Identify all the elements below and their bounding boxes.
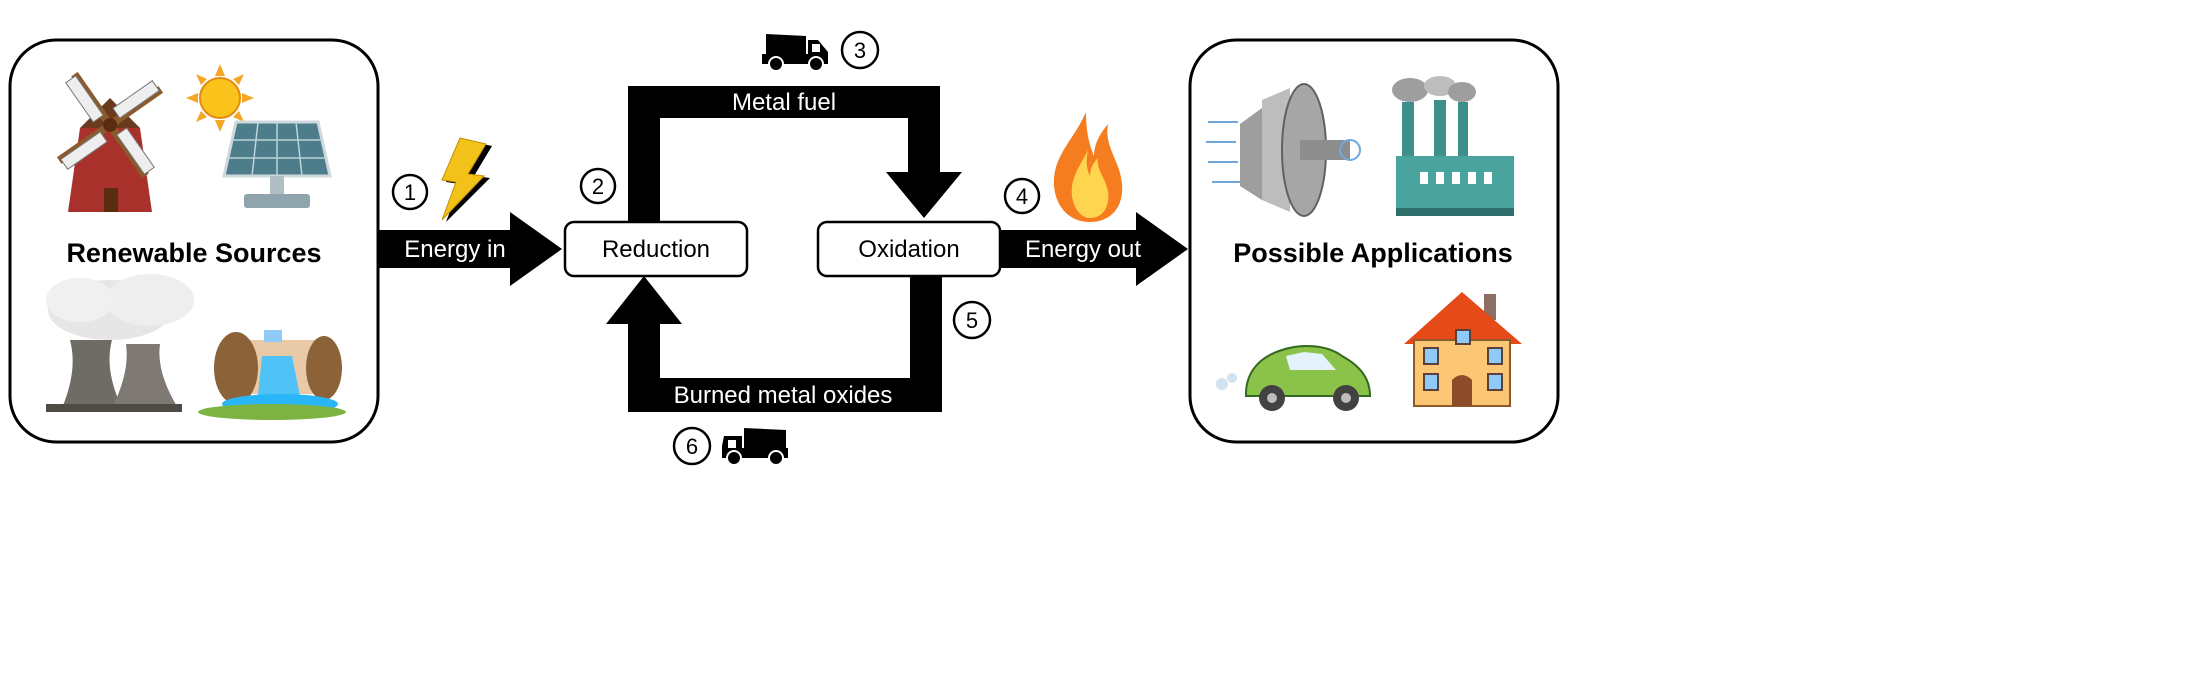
possible-applications-title: Possible Applications — [1233, 238, 1513, 268]
step-5-number: 5 — [966, 308, 978, 333]
burned-metal-oxides-arrow: Burned metal oxides — [606, 276, 942, 412]
truck-icon-bottom — [722, 428, 788, 466]
windmill-icon — [56, 71, 164, 212]
oxidation-label: Oxidation — [858, 236, 959, 263]
energy-in-label: Energy in — [404, 236, 505, 263]
cooling-tower-icon — [46, 274, 194, 412]
metal-fuel-label: Metal fuel — [732, 89, 836, 116]
car-icon — [1216, 345, 1372, 411]
burned-metal-oxides-label: Burned metal oxides — [674, 382, 893, 409]
reduction-node: Reduction — [563, 220, 749, 278]
renewable-sources-panel: Renewable Sources — [8, 38, 380, 444]
energy-out-label: Energy out — [1025, 236, 1141, 263]
metal-fuel-arrow: Metal fuel — [628, 86, 962, 222]
solar-panel-icon — [222, 120, 332, 208]
step-2-number: 2 — [592, 174, 604, 199]
truck-icon-top — [762, 34, 828, 72]
step-3-number: 3 — [854, 38, 866, 63]
reduction-label: Reduction — [602, 236, 710, 263]
step-5-badge: 5 — [952, 300, 992, 340]
renewable-sources-title: Renewable Sources — [66, 238, 321, 268]
lightning-bolt-icon — [441, 137, 492, 222]
factory-icon — [1392, 76, 1514, 216]
flame-icon — [1053, 112, 1123, 222]
energy-out-arrow: Energy out — [1000, 212, 1188, 286]
hydro-dam-icon — [198, 330, 346, 420]
turbine-icon — [1206, 83, 1361, 217]
sun-icon — [186, 64, 254, 132]
step-1-number: 1 — [404, 180, 416, 205]
step-1-badge: 1 — [391, 173, 429, 211]
step-3-badge: 3 — [840, 30, 880, 70]
house-icon — [1404, 292, 1522, 407]
step-4-number: 4 — [1016, 184, 1028, 209]
possible-applications-panel: Possible Applications — [1188, 38, 1560, 444]
oxidation-node: Oxidation — [816, 220, 1002, 278]
step-6-number: 6 — [686, 434, 698, 459]
energy-in-arrow: Energy in — [378, 212, 562, 286]
step-2-badge: 2 — [579, 167, 617, 205]
step-4-badge: 4 — [1003, 177, 1041, 215]
metal-fuel-cycle-diagram: Renewable Sources Energy in 1 2 Metal fu… — [8, 30, 1560, 466]
step-6-badge: 6 — [672, 426, 712, 466]
